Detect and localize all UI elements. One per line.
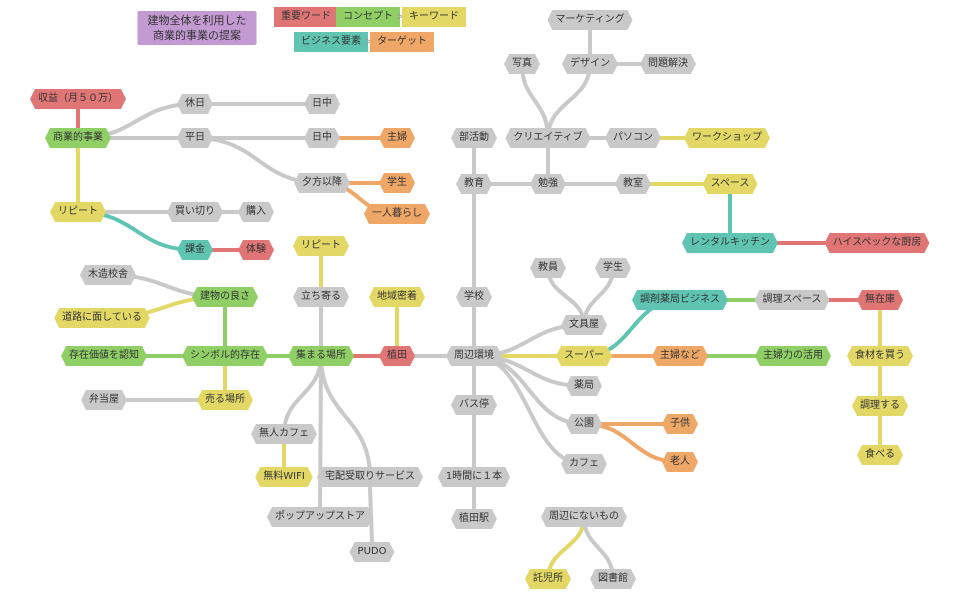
node-n6: 日中: [304, 128, 340, 148]
node-n3: 休日: [177, 94, 213, 114]
node-n12: 買い切り: [167, 202, 223, 222]
node-n36: 教員: [530, 258, 566, 278]
node-n33: 道路に面している: [54, 308, 150, 328]
connector-n45-n64: [319, 354, 372, 479]
node-n32: 建物の良さ: [192, 287, 258, 307]
node-n17: 写真: [504, 54, 540, 74]
node-n7: 主婦: [379, 128, 415, 148]
node-n35: 地域密着: [369, 287, 425, 307]
node-n1: 収益（月５０万）: [30, 89, 126, 109]
node-n47: 周辺環境: [446, 346, 502, 366]
node-n42: 無在庫: [857, 290, 903, 310]
node-n10: 一人暮らし: [364, 204, 430, 224]
node-n46: 植田: [379, 346, 415, 366]
node-n66: ポップアップストア: [267, 507, 373, 527]
node-n21: クリエイティブ: [505, 128, 590, 148]
node-n29: ハイスペックな厨房: [825, 233, 930, 253]
node-n39: 文具屋: [561, 315, 607, 335]
legend-item-important: 重要ワード: [274, 7, 338, 27]
node-n30: リピート: [293, 236, 349, 256]
connector-n45-n59: [282, 354, 323, 436]
node-n24: 教育: [456, 174, 492, 194]
legend-item-business: ビジネス要素: [294, 32, 368, 52]
node-n53: 弁当屋: [81, 390, 127, 410]
node-n11: リピート: [50, 202, 106, 222]
node-n44: シンボル的存在: [182, 346, 268, 366]
node-n13: 購入: [238, 202, 274, 222]
connector-n45-n66: [318, 354, 323, 519]
node-n31: 木造校舎: [80, 265, 136, 285]
node-n18: デザイン: [562, 54, 618, 74]
legend-arrow: >: [395, 11, 405, 23]
title-line-2: 商業的事業の提案: [153, 29, 241, 42]
node-n15: 体験: [238, 240, 274, 260]
node-n50: 主婦力の活用: [755, 346, 831, 366]
node-n71: 図書館: [590, 569, 636, 589]
node-n5: 日中: [304, 94, 340, 114]
node-n45: 集まる場所: [288, 346, 354, 366]
title-line-1: 建物全体を利用した: [147, 14, 247, 27]
connector-n21-n18: [546, 62, 592, 140]
node-n2: 商業的事業: [45, 128, 111, 148]
legend-item-target: ターゲット: [370, 32, 434, 52]
node-n48: スーパー: [556, 346, 612, 366]
node-n68: 周辺にないもの: [541, 507, 627, 527]
node-n60: 老人: [662, 452, 698, 472]
legend-item-concept: コンセプト: [336, 7, 400, 27]
node-n55: バス停: [451, 395, 497, 415]
node-n19: 問題解決: [640, 54, 696, 74]
node-n64: 宅配受取りサービス: [317, 467, 423, 487]
node-n25: 勉強: [530, 174, 566, 194]
node-n34: 立ち寄る: [293, 287, 349, 307]
node-n49: 主婦など: [652, 346, 708, 366]
node-n27: スペース: [703, 174, 758, 194]
node-n16: マーケティング: [547, 10, 632, 30]
node-n62: カフェ: [561, 454, 607, 474]
node-n70: 託児所: [525, 569, 571, 589]
node-n56: 調理する: [852, 396, 908, 416]
node-n52: 薬局: [566, 376, 602, 396]
node-n4: 平日: [177, 128, 213, 148]
node-n38: 学校: [456, 287, 492, 307]
node-n61: 食べる: [857, 445, 903, 465]
node-n8: 夕方以降: [294, 173, 350, 193]
node-n65: 1時間に１本: [438, 467, 510, 487]
node-n37: 学生: [595, 258, 631, 278]
diagram-title: 建物全体を利用した 商業的事業の提案: [137, 11, 257, 45]
node-n26: 教室: [615, 174, 651, 194]
node-n67: 植田駅: [451, 509, 497, 529]
node-n9: 学生: [379, 173, 415, 193]
node-n63: 無料WIFI: [255, 467, 313, 487]
connector-n21-n17: [520, 62, 550, 140]
node-n20: 部活動: [451, 128, 497, 148]
node-n59: 無人カフェ: [251, 424, 317, 444]
node-n57: 公園: [566, 414, 602, 434]
node-n51: 食材を買う: [847, 346, 913, 366]
node-n23: ワークショップ: [684, 128, 770, 148]
node-n54: 売る場所: [197, 390, 253, 410]
node-n41: 調理スペース: [755, 290, 830, 310]
node-n58: 子供: [662, 414, 698, 434]
node-n14: 課金: [177, 240, 213, 260]
node-n40: 調剤薬局ビジネス: [632, 290, 728, 310]
node-n69: PUDO: [350, 542, 395, 562]
node-n28: レンタルキッチン: [682, 233, 778, 253]
node-n22: パソコン: [605, 128, 661, 148]
node-n43: 存在価値を認知: [61, 346, 147, 366]
legend-item-keyword: キーワード: [402, 7, 466, 27]
legend-arrow: >: [364, 36, 374, 48]
